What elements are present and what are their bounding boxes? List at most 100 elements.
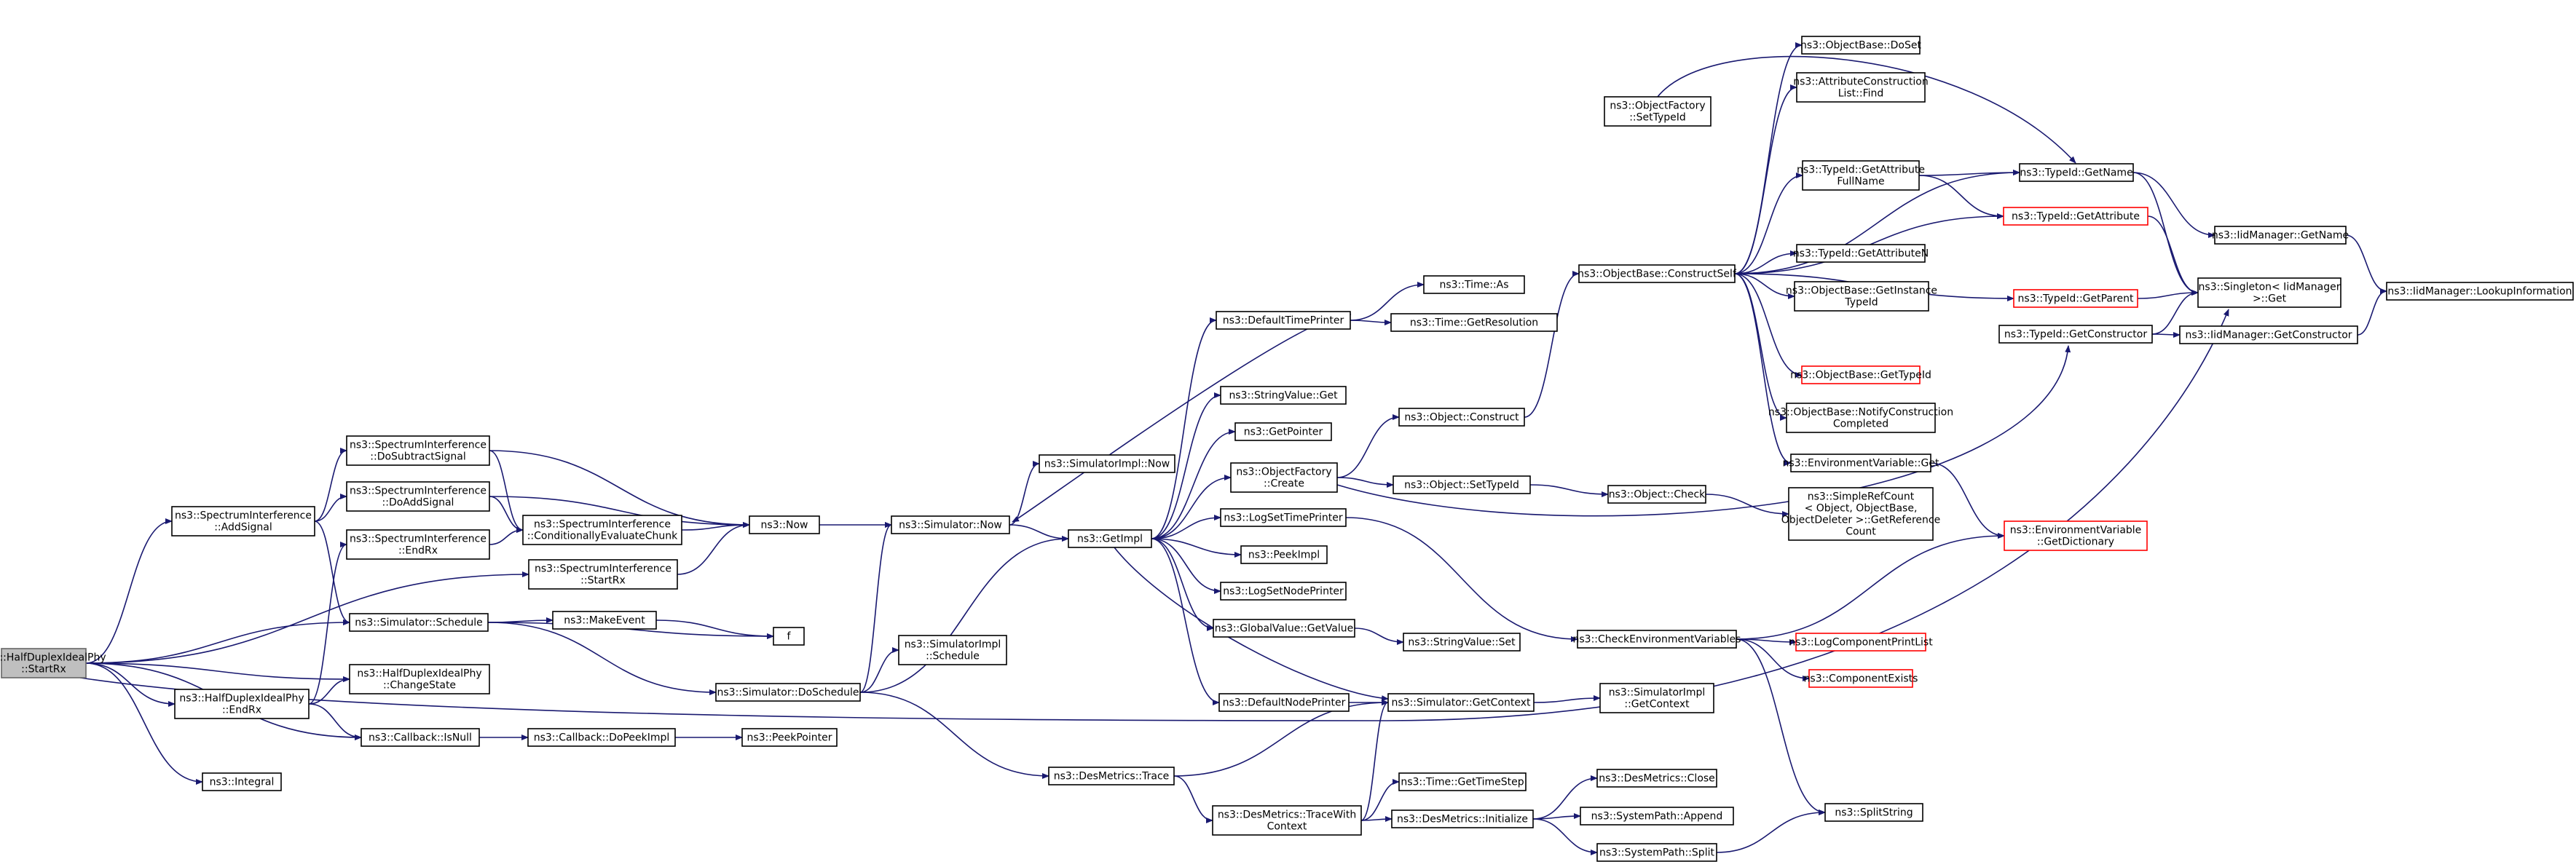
graph-node[interactable]: ns3::EnvironmentVariable::GetDictionary bbox=[2004, 520, 2148, 551]
graph-node[interactable]: ns3::SpectrumInterference::DoAddSignal bbox=[346, 481, 490, 512]
node-box bbox=[2214, 226, 2347, 245]
edge-n38-to-n45 bbox=[1533, 695, 1601, 703]
graph-node[interactable]: ns3::MakeEvent bbox=[552, 611, 657, 630]
edge-n61-to-n66 bbox=[2132, 172, 2215, 238]
graph-node[interactable]: ns3::TypeId::GetName bbox=[2019, 163, 2134, 182]
graph-node[interactable]: ns3::Time::GetResolution bbox=[1390, 313, 1558, 332]
graph-node[interactable]: ns3::Time::GetTimeStep bbox=[1398, 772, 1527, 791]
graph-node[interactable]: ns3::Now bbox=[749, 515, 820, 534]
graph-node[interactable]: ns3::StringValue::Get bbox=[1220, 386, 1347, 405]
graph-node[interactable]: ns3::PeekPointer bbox=[741, 728, 838, 747]
graph-node[interactable]: ns3::SimulatorImpl::GetContext bbox=[1599, 683, 1714, 713]
graph-node[interactable]: ns3::LogComponentPrintList bbox=[1789, 633, 1933, 652]
node-label-line: ns3::Object::Construct bbox=[1404, 412, 1519, 424]
graph-node[interactable]: ns3::Callback::IsNull bbox=[361, 728, 480, 747]
graph-node[interactable]: ns3::SystemPath::Append bbox=[1580, 807, 1734, 826]
graph-node[interactable]: ns3::DesMetrics::Trace bbox=[1048, 767, 1175, 785]
graph-node[interactable]: ns3::LogSetNodePrinter bbox=[1220, 582, 1347, 601]
edge-n22-to-n38 bbox=[1173, 700, 1389, 777]
node-label-line: ns3::Integral bbox=[210, 777, 275, 788]
graph-node[interactable]: ns3::PeekImpl bbox=[1240, 545, 1328, 564]
graph-node[interactable]: ns3::Simulator::GetContext bbox=[1387, 693, 1535, 712]
graph-node[interactable]: ns3::HalfDuplexIdealPhy::StartRx bbox=[0, 648, 106, 678]
graph-node[interactable]: ns3::DesMetrics::Close bbox=[1596, 769, 1717, 788]
graph-node[interactable]: ns3::ComponentExists bbox=[1804, 669, 1918, 688]
graph-node[interactable]: ns3::Simulator::Now bbox=[891, 515, 1010, 534]
graph-node[interactable]: ns3::IidManager::LookupInformation bbox=[2386, 282, 2574, 301]
edge-n27-to-n36 bbox=[1336, 477, 1394, 488]
graph-node[interactable]: ns3::SimpleRefCount< Object, ObjectBase,… bbox=[1781, 487, 1940, 541]
node-label-line: ns3::SpectrumInterference bbox=[350, 486, 487, 497]
graph-node[interactable]: ns3::TypeId::GetAttribute bbox=[2003, 207, 2148, 226]
graph-node[interactable]: ns3::GlobalValue::GetValue bbox=[1213, 619, 1355, 638]
graph-node[interactable]: ns3::IidManager::GetName bbox=[2212, 226, 2349, 245]
node-box bbox=[1, 648, 87, 678]
node-label-line: ns3::ObjectBase::DoSet bbox=[1800, 40, 1921, 52]
graph-node[interactable]: ns3::Object::SetTypeId bbox=[1393, 475, 1531, 494]
graph-node[interactable]: ns3::SpectrumInterference::Conditionally… bbox=[522, 515, 682, 545]
node-label-line: ns3::StringValue::Set bbox=[1408, 637, 1516, 649]
node-box bbox=[1213, 619, 1355, 638]
node-box bbox=[2197, 277, 2341, 308]
graph-node[interactable]: ns3::DesMetrics::Initialize bbox=[1391, 809, 1534, 828]
graph-node[interactable]: ns3::EnvironmentVariable::Get bbox=[1783, 454, 1939, 472]
node-label-line: ns3::Simulator::Now bbox=[899, 520, 1002, 531]
graph-node[interactable]: ns3::SpectrumInterference::StartRx bbox=[528, 559, 678, 590]
graph-node[interactable]: ns3::Callback::DoPeekImpl bbox=[527, 728, 676, 747]
node-box bbox=[1824, 803, 1923, 822]
edge-n42-to-n50 bbox=[1734, 84, 1797, 274]
graph-node[interactable]: ns3::Object::Check bbox=[1607, 485, 1706, 504]
graph-node[interactable]: ns3::Time::As bbox=[1423, 275, 1525, 294]
graph-node[interactable]: ns3::GetImpl bbox=[1068, 529, 1152, 548]
edge-n22-to-n23 bbox=[1173, 775, 1213, 823]
node-box bbox=[891, 515, 1010, 534]
graph-node[interactable]: ns3::HalfDuplexIdealPhy::EndRx bbox=[174, 689, 310, 719]
graph-node[interactable]: ns3::Simulator::DoSchedule bbox=[715, 683, 861, 702]
graph-node[interactable]: ns3::LogSetTimePrinter bbox=[1220, 508, 1347, 527]
edge-n21-to-n24 bbox=[1151, 317, 1217, 539]
graph-node[interactable]: ns3::GetPointer bbox=[1234, 422, 1332, 441]
graph-node[interactable]: ns3::DefaultTimePrinter bbox=[1216, 311, 1351, 330]
graph-node[interactable]: ns3::ObjectBase::GetTypeId bbox=[1790, 365, 1931, 384]
graph-node[interactable]: ns3::TypeId::GetParent bbox=[2013, 289, 2138, 308]
graph-node[interactable]: ns3::SplitString bbox=[1824, 803, 1923, 822]
graph-node[interactable]: ns3::ObjectBase::ConstructSelf bbox=[1577, 264, 1737, 283]
node-label-line: FullName bbox=[1837, 176, 1884, 188]
graph-node[interactable]: ns3::ObjectFactory::Create bbox=[1230, 462, 1338, 493]
graph-node[interactable]: ns3::Simulator::Schedule bbox=[349, 613, 489, 632]
graph-node[interactable]: ns3::SimulatorImpl::Schedule bbox=[898, 635, 1007, 665]
node-box bbox=[1596, 769, 1717, 788]
graph-node[interactable]: f bbox=[773, 627, 805, 646]
node-box bbox=[1801, 36, 1921, 55]
graph-node[interactable]: ns3::SimulatorImpl::Now bbox=[1039, 454, 1175, 473]
graph-node[interactable]: ns3::CheckEnvironmentVariables bbox=[1573, 630, 1741, 649]
graph-node[interactable]: ns3::Integral bbox=[202, 772, 282, 791]
node-label-line: ns3::PeekImpl bbox=[1248, 550, 1320, 561]
edge-n40-to-n46 bbox=[1532, 775, 1598, 820]
graph-node[interactable]: ns3::SpectrumInterference::AddSignal bbox=[171, 506, 315, 537]
node-label-line: ::StartRx bbox=[21, 664, 66, 676]
node-label-line: ns3::ObjectBase::ConstructSelf bbox=[1577, 269, 1737, 280]
graph-node[interactable]: ns3::TypeId::GetConstructor bbox=[1998, 325, 2153, 344]
graph-node[interactable]: ns3::ObjectFactory::SetTypeId bbox=[1604, 96, 1712, 127]
graph-node[interactable]: ns3::SpectrumInterference::DoSubtractSig… bbox=[346, 435, 490, 466]
graph-node[interactable]: ns3::HalfDuplexIdealPhy::ChangeState bbox=[349, 664, 490, 694]
graph-node[interactable]: ns3::Singleton< IidManager>::Get bbox=[2197, 277, 2341, 308]
graph-node[interactable]: ns3::TypeId::GetAttributeN bbox=[1793, 244, 1929, 263]
node-label-line: ns3::TypeId::GetAttribute bbox=[2012, 211, 2140, 223]
graph-node[interactable]: ns3::DefaultNodePrinter bbox=[1218, 693, 1350, 712]
graph-node[interactable]: ns3::SystemPath::Split bbox=[1596, 843, 1717, 862]
edge-n61-to-n67 bbox=[2132, 172, 2199, 296]
graph-node[interactable]: ns3::ObjectBase::DoSet bbox=[1800, 36, 1921, 55]
node-label-line: TypeId bbox=[1844, 297, 1878, 309]
graph-node[interactable]: ns3::StringValue::Set bbox=[1403, 633, 1521, 652]
graph-node[interactable]: ns3::Object::Construct bbox=[1398, 408, 1525, 427]
graph-node[interactable]: ns3::SpectrumInterference::EndRx bbox=[346, 529, 490, 560]
graph-node[interactable]: ns3::ObjectBase::NotifyConstructionCompl… bbox=[1768, 403, 1953, 433]
graph-node[interactable]: ns3::IidManager::GetConstructor bbox=[2179, 325, 2358, 344]
edge-n42-to-n51 bbox=[1734, 173, 1803, 274]
